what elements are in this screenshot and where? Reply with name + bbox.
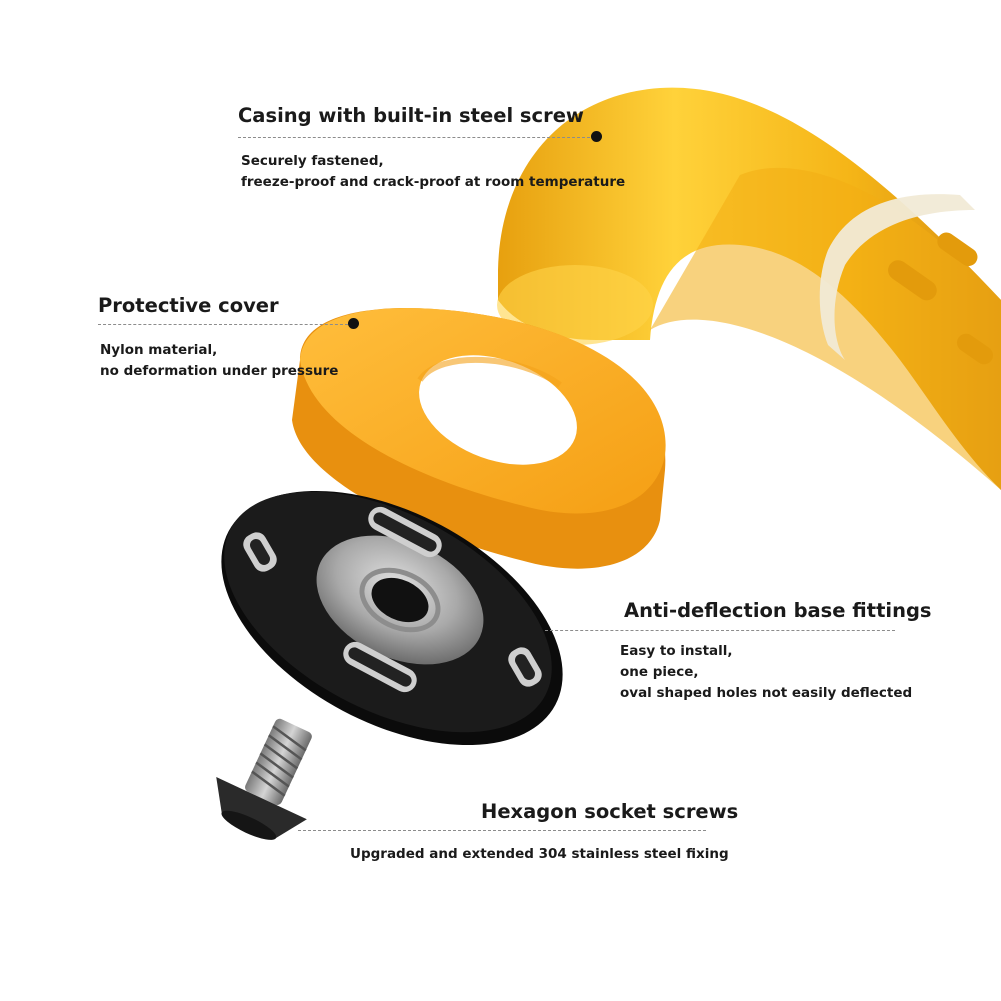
base-plate bbox=[221, 490, 563, 746]
grab-bar-elbow bbox=[497, 87, 1001, 491]
callout-base-line-3: oval shaped holes not easily deflected bbox=[620, 685, 913, 701]
callout-screw-leader-line bbox=[298, 830, 706, 831]
callout-base-line-1: Easy to install, bbox=[620, 643, 733, 659]
callout-screw-description: Upgraded and extended 304 stainless stee… bbox=[350, 844, 729, 865]
callout-cover-line-1: Nylon material, bbox=[100, 342, 218, 358]
callout-screw-line-1: Upgraded and extended 304 stainless stee… bbox=[350, 846, 729, 862]
callout-casing-line-1: Securely fastened, bbox=[241, 153, 384, 169]
callout-casing-pointer-dot bbox=[591, 131, 602, 142]
callout-casing-line-2: freeze-proof and crack-proof at room tem… bbox=[241, 174, 626, 190]
callout-cover-pointer-dot bbox=[348, 318, 359, 329]
callout-screw-title: Hexagon socket screws bbox=[481, 800, 739, 823]
callout-casing-description: Securely fastened, freeze-proof and crac… bbox=[241, 151, 625, 193]
callout-cover-leader-line bbox=[98, 324, 348, 325]
callout-casing-title: Casing with built-in steel screw bbox=[238, 104, 584, 127]
callout-casing-leader-line bbox=[238, 137, 590, 138]
callout-cover-line-2: no deformation under pressure bbox=[100, 363, 339, 379]
callout-base-title: Anti-deflection base fittings bbox=[624, 599, 932, 622]
callout-base-leader-line bbox=[545, 630, 895, 631]
callout-base-description: Easy to install, one piece, oval shaped … bbox=[620, 641, 912, 704]
callout-base-line-2: one piece, bbox=[620, 664, 699, 680]
callout-cover-description: Nylon material, no deformation under pre… bbox=[100, 340, 338, 382]
protective-cover bbox=[292, 308, 666, 569]
hexagon-socket-screw bbox=[216, 718, 312, 840]
callout-cover-title: Protective cover bbox=[98, 294, 279, 317]
